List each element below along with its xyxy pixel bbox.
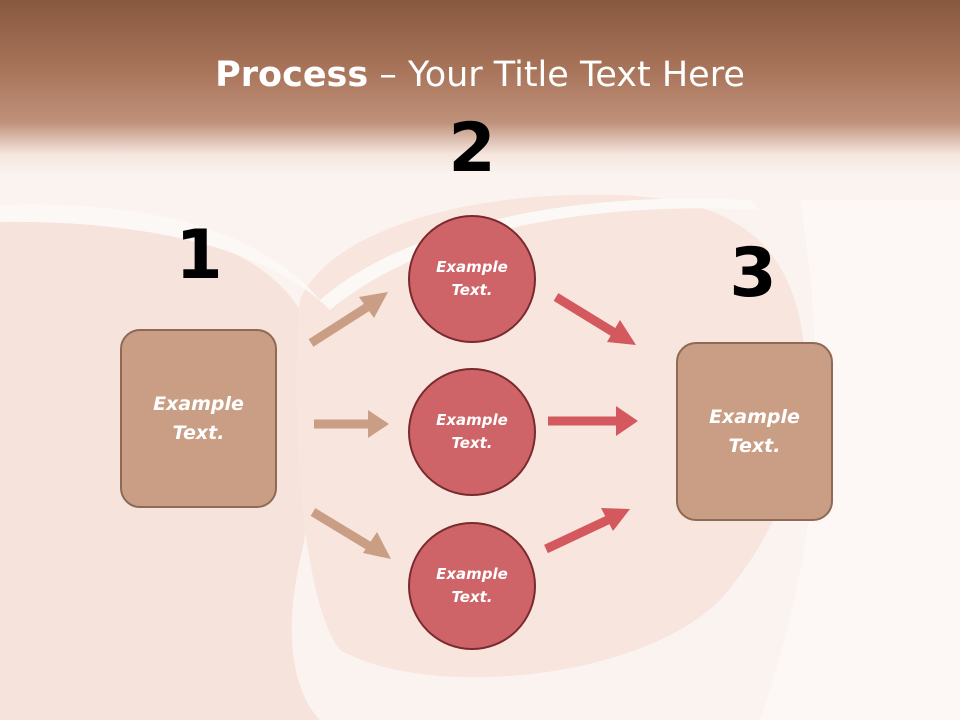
step-number-2: 2	[448, 109, 496, 188]
step-number-1: 1	[175, 216, 223, 295]
step2-circle-middle-label: Example Text.	[436, 411, 508, 452]
step2-circle-middle: Example Text.	[408, 368, 536, 496]
step3-label: Example Text.	[709, 405, 800, 457]
arrow-right-down	[553, 293, 636, 345]
title-bold: Process	[215, 55, 369, 95]
arrow-left-down	[310, 508, 391, 559]
step3-box: Example Text.	[676, 342, 833, 521]
step2-circle-bottom-label: Example Text.	[436, 565, 508, 606]
step-number-3: 3	[729, 234, 777, 313]
arrow-left-middle	[314, 410, 389, 438]
arrow-left-up	[308, 292, 388, 347]
step2-circle-top: Example Text.	[408, 215, 536, 343]
title-band	[0, 0, 960, 175]
title-rest: – Your Title Text Here	[368, 55, 745, 95]
step2-circle-top-label: Example Text.	[436, 258, 508, 299]
step1-label: Example Text.	[153, 392, 244, 444]
step1-box: Example Text.	[120, 329, 277, 508]
arrow-right-up	[544, 508, 630, 554]
slide-title: Process – Your Title Text Here	[0, 52, 960, 98]
arrow-right-middle	[548, 406, 638, 436]
step2-circle-bottom: Example Text.	[408, 522, 536, 650]
